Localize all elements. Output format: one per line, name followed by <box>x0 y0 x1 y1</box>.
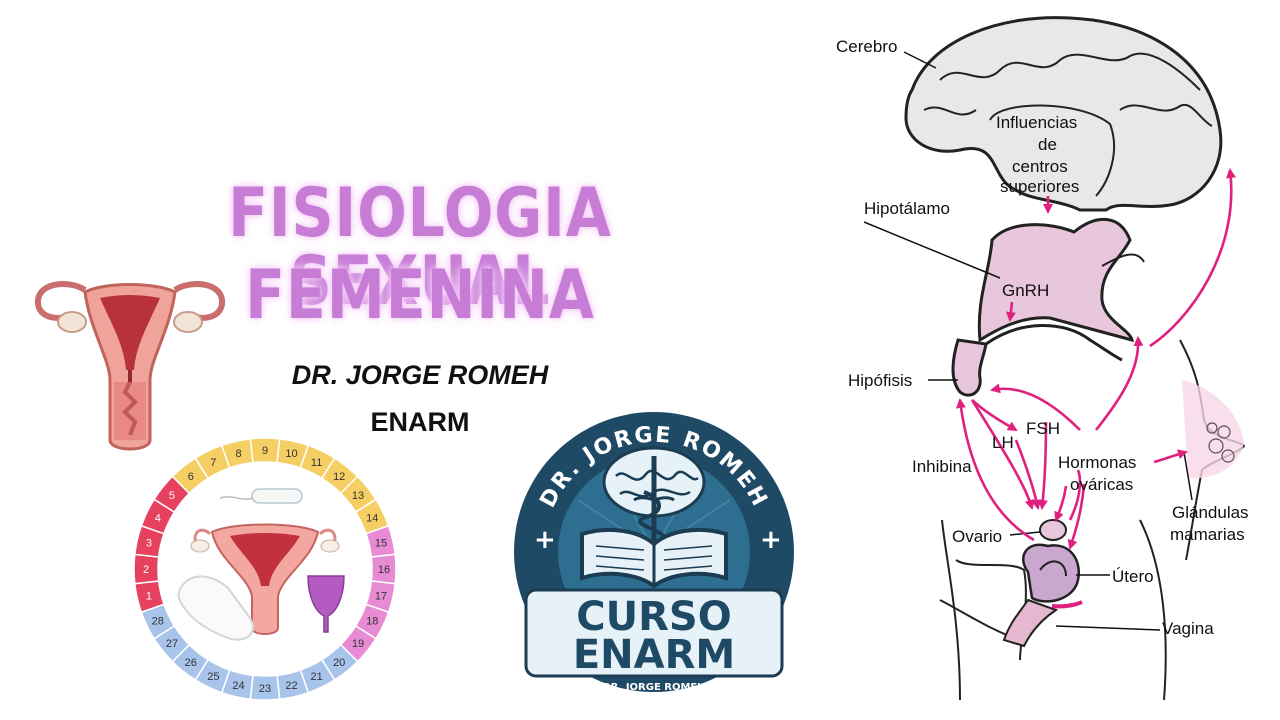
cycle-day-label: 6 <box>188 471 194 483</box>
hypothalamus-shape <box>977 217 1145 343</box>
title-line-1: FISIOLOGIA SEXUAL <box>228 174 612 321</box>
logo-line-1: CURSO <box>576 594 731 640</box>
cycle-day-label: 4 <box>155 512 161 524</box>
cycle-day-label: 24 <box>232 680 244 692</box>
label-hormonas-1: Hormonas <box>1058 453 1136 472</box>
cycle-day-label: 2 <box>143 564 149 576</box>
small-uterus-icon <box>190 523 340 635</box>
breast-icon <box>1179 339 1246 561</box>
svg-text:+: + <box>534 525 556 555</box>
cycle-day-label: 16 <box>378 564 390 576</box>
label-cerebro: Cerebro <box>836 37 897 56</box>
cycle-day-label: 14 <box>366 512 378 524</box>
pituitary-shape <box>951 324 1123 397</box>
author-name: DR. JORGE ROMEH <box>291 360 549 390</box>
caduceus-icon <box>633 456 675 550</box>
logo-line-2: ENARM <box>573 632 735 678</box>
cycle-day-label: 7 <box>210 457 216 469</box>
cycle-day-label: 27 <box>166 638 178 650</box>
cycle-day-label: 26 <box>185 657 197 669</box>
label-hipotalamo: Hipotálamo <box>864 199 950 218</box>
hpo-axis-diagram: Cerebro Influencias de centros superiore… <box>836 16 1249 701</box>
cycle-day-label: 25 <box>207 671 219 683</box>
label-influencias-1: Influencias <box>996 113 1077 132</box>
exam-label: ENARM <box>370 407 470 437</box>
cycle-day-label: 28 <box>152 616 164 628</box>
ovary-shape <box>1039 519 1067 541</box>
cycle-day-label: 8 <box>235 448 241 460</box>
cycle-day-label: 19 <box>352 638 364 650</box>
title-line-2: FEMENINA <box>245 256 595 335</box>
cycle-day-label: 22 <box>285 680 297 692</box>
svg-text:+: + <box>760 525 782 555</box>
cycle-day-label: 15 <box>375 538 387 550</box>
cycle-day-label: 23 <box>259 683 271 695</box>
course-logo-icon: DR. JORGE ROMEH + + CURSO ENARM DR. JORG… <box>514 412 794 693</box>
label-influencias-2: de <box>1038 135 1057 154</box>
cycle-day-label: 17 <box>375 590 387 602</box>
brain-outline <box>903 16 1223 212</box>
label-influencias-4: superiores <box>1000 177 1079 196</box>
label-gnrh: GnRH <box>1002 281 1049 300</box>
label-influencias-3: centros <box>1012 157 1068 176</box>
cycle-day-label: 9 <box>262 445 268 457</box>
label-ovario: Ovario <box>952 527 1002 546</box>
label-fsh: FSH <box>1026 419 1060 438</box>
label-vagina: Vagina <box>1162 619 1214 638</box>
pad-icon <box>177 575 255 641</box>
tampon-icon <box>219 488 303 504</box>
hormone-arrows <box>956 168 1236 550</box>
cycle-day-label: 21 <box>311 671 323 683</box>
open-book-icon <box>580 527 728 589</box>
cycle-day-label: 1 <box>146 590 152 602</box>
label-glandulas-2: mamarias <box>1170 525 1245 544</box>
cycle-day-label: 3 <box>146 538 152 550</box>
label-utero: Útero <box>1112 567 1154 586</box>
vagina-shape <box>1002 598 1083 648</box>
label-inhibina: Inhibina <box>912 457 972 476</box>
cycle-day-label: 20 <box>333 657 345 669</box>
label-hipofisis: Hipófisis <box>848 371 912 390</box>
cycle-day-label: 12 <box>333 471 345 483</box>
cycle-day-label: 13 <box>352 490 364 502</box>
uterus-shape <box>1022 543 1080 603</box>
label-hormonas-2: ováricas <box>1070 475 1133 494</box>
logo-footer: DR. JORGE ROMEH <box>602 682 705 693</box>
cycle-day-label: 10 <box>285 448 297 460</box>
cycle-day-label: 18 <box>366 616 378 628</box>
cycle-day-label: 5 <box>169 490 175 502</box>
label-glandulas-1: Glándulas <box>1172 503 1249 522</box>
menstrual-cup-icon <box>307 575 345 633</box>
label-lh: LH <box>992 433 1014 452</box>
cycle-day-label: 11 <box>311 457 322 469</box>
uterus-icon <box>35 281 225 451</box>
